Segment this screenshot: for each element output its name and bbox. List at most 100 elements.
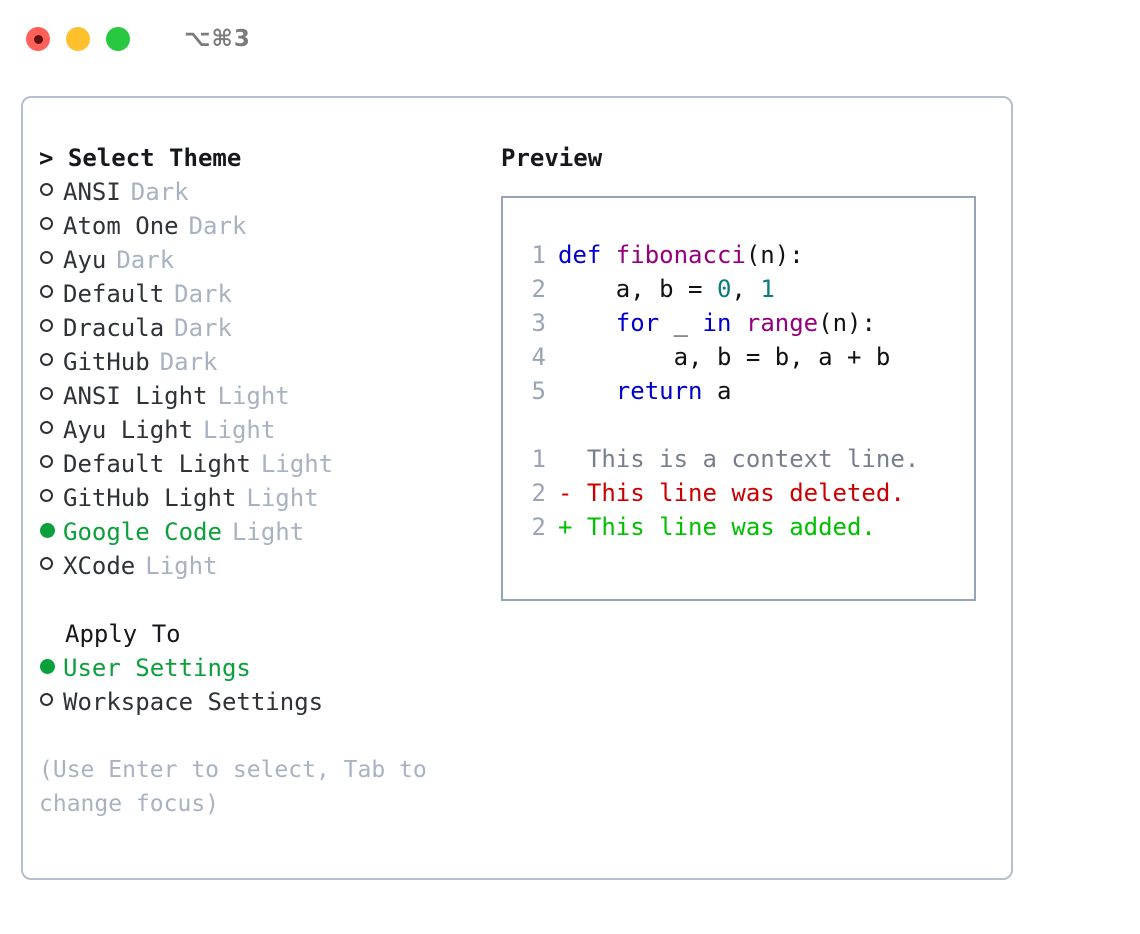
- theme-option-name: Dracula: [63, 314, 165, 342]
- keyboard-hint-text: (Use Enter to select, Tab to change focu…: [39, 757, 427, 817]
- radio-ring: [40, 557, 53, 570]
- radio-ring: [40, 319, 53, 332]
- theme-variant-tag: Dark: [159, 348, 218, 376]
- theme-option-name: GitHub: [63, 348, 150, 376]
- code-token-plain: [558, 309, 616, 337]
- code-line-content: a, b = 0, 1: [558, 272, 775, 306]
- line-number: 1: [531, 241, 546, 269]
- radio-ring: [40, 455, 53, 468]
- code-line-content: for _ in range(n):: [558, 306, 876, 340]
- code-token-plain: (n):: [745, 241, 804, 269]
- theme-variant-tag: Dark: [174, 280, 232, 308]
- theme-option-name: Default Light: [63, 450, 251, 478]
- radio-ring: [40, 285, 53, 298]
- theme-option-row[interactable]: ANSI Light Light: [39, 379, 499, 413]
- diff-line-del: 2- This line was deleted.: [503, 476, 974, 510]
- code-token-plain: (n):: [818, 309, 876, 337]
- theme-option-name: Ayu Light: [63, 416, 194, 444]
- theme-option-row[interactable]: Ayu Dark: [39, 243, 499, 277]
- line-number: 3: [531, 309, 546, 337]
- radio-ring: [40, 489, 53, 502]
- radio-ring: [40, 353, 53, 366]
- code-token-num: 1: [760, 275, 775, 303]
- maximize-button[interactable]: [106, 27, 130, 51]
- radio-ring: [40, 421, 53, 434]
- code-line: 2 a, b = 0, 1: [503, 272, 974, 306]
- apply-to-label: Apply To: [65, 620, 181, 648]
- line-number: 4: [531, 343, 546, 371]
- diff-line-ctx: 1 This is a context line.: [503, 442, 974, 476]
- theme-option-name: ANSI: [63, 178, 121, 206]
- theme-option-row[interactable]: Default Dark: [39, 277, 499, 311]
- theme-option-name: Atom One: [63, 212, 179, 240]
- theme-option-row[interactable]: GitHub Dark: [39, 345, 499, 379]
- code-token-plain: [731, 309, 745, 337]
- theme-variant-tag: Dark: [174, 314, 232, 342]
- code-token-kw: in: [702, 309, 732, 337]
- radio-ring: [40, 693, 53, 706]
- list-spacer: [39, 583, 499, 617]
- code-token-fn: fibonacci: [615, 241, 746, 269]
- code-token-kw: for: [615, 309, 660, 337]
- select-theme-heading: > Select Theme: [39, 144, 242, 172]
- theme-option-name: ANSI Light: [63, 382, 208, 410]
- theme-option-row[interactable]: Google Code Light: [39, 515, 499, 549]
- apply-to-option-name: User Settings: [63, 654, 251, 682]
- radio-dot: [40, 523, 55, 538]
- code-token-num: 0: [716, 275, 732, 303]
- theme-option-row[interactable]: XCode Light: [39, 549, 499, 583]
- code-diff-spacer: [503, 408, 974, 442]
- code-token-kw: return: [615, 377, 703, 405]
- theme-option-name: Ayu: [63, 246, 107, 274]
- theme-option-name: Google Code: [63, 518, 222, 546]
- close-button[interactable]: [26, 27, 50, 51]
- code-token-plain: _: [659, 309, 703, 337]
- code-line: 5 return a: [503, 374, 974, 408]
- apply-to-option-name: Workspace Settings: [63, 688, 324, 716]
- code-line-content: a, b = b, a + b: [558, 340, 891, 374]
- code-line-content: return a: [558, 374, 732, 408]
- code-token-plain: a, b = b, a + b: [558, 343, 891, 371]
- apply-to-option-row[interactable]: User Settings: [39, 651, 499, 685]
- theme-option-row[interactable]: Ayu Light Light: [39, 413, 499, 447]
- window-title: ⌥⌘3: [184, 26, 251, 52]
- minimize-button[interactable]: [66, 27, 90, 51]
- line-number: 5: [531, 377, 546, 405]
- code-line: 1 def fibonacci(n):: [503, 238, 974, 272]
- code-token-plain: a: [702, 377, 732, 405]
- theme-option-row[interactable]: Atom One Dark: [39, 209, 499, 243]
- theme-variant-tag: Light: [145, 552, 218, 580]
- diff-line-content: This is a context line.: [558, 445, 920, 473]
- theme-variant-tag: Light: [231, 518, 305, 546]
- theme-option-name: XCode: [63, 552, 136, 580]
- radio-ring: [40, 217, 53, 230]
- line-number: 1: [531, 445, 546, 473]
- code-token-kw: def: [558, 241, 616, 269]
- apply-to-option-row[interactable]: Workspace Settings: [39, 685, 499, 719]
- theme-variant-tag: Dark: [116, 246, 175, 274]
- diff-line-content: - This line was deleted.: [558, 479, 905, 507]
- theme-variant-tag: Dark: [188, 212, 247, 240]
- radio-ring: [40, 251, 53, 264]
- theme-option-name: Default: [63, 280, 165, 308]
- preview-heading: Preview: [501, 144, 603, 172]
- code-line: 4 a, b = b, a + b: [503, 340, 974, 374]
- code-line: 3 for _ in range(n):: [503, 306, 974, 340]
- theme-option-row[interactable]: Dracula Dark: [39, 311, 499, 345]
- theme-variant-tag: Light: [217, 382, 290, 410]
- code-token-fn: range: [745, 309, 819, 337]
- diff-line-content: + This line was added.: [558, 513, 876, 541]
- code-token-plain: a, b =: [558, 275, 717, 303]
- theme-variant-tag: Light: [203, 416, 276, 444]
